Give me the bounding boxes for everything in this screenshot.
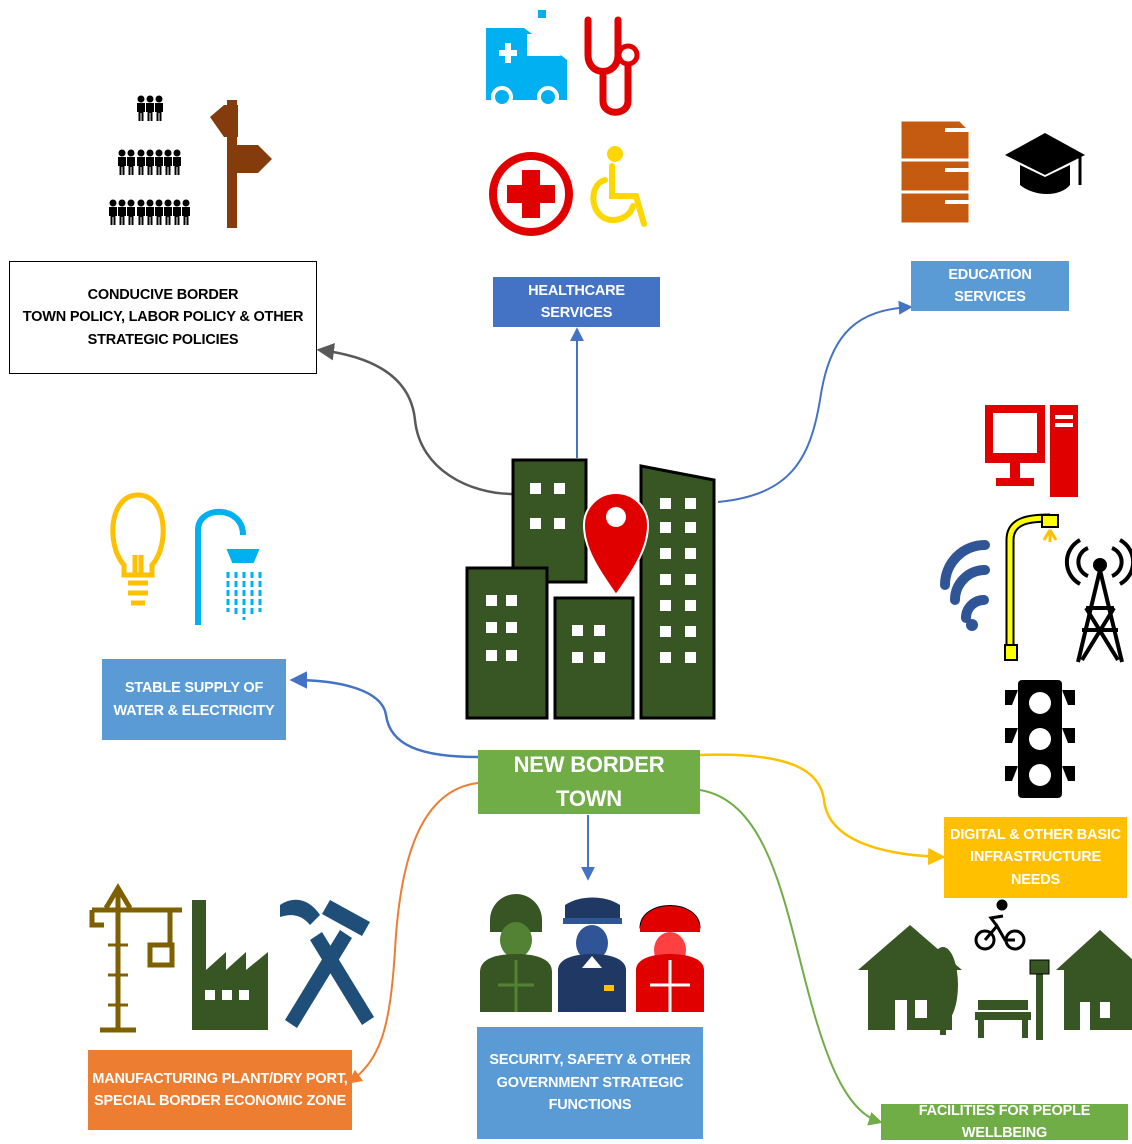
node-education[interactable]: EDUCATION SERVICES [911,261,1069,311]
crowd-icon [109,95,190,225]
node-healthcare-label: HEALTHCARE SERVICES [528,282,625,321]
node-healthcare[interactable]: HEALTHCARE SERVICES [493,277,660,327]
connector-manufacturing [347,782,479,1084]
soldier-icon [480,894,552,1012]
node-education-label: EDUCATION SERVICES [948,266,1032,305]
center-label: NEW BORDER TOWN [513,751,665,811]
ambulance-icon [486,10,567,108]
tree-icon [928,947,958,1035]
factory-icon [192,900,268,1030]
wheelchair-icon [590,146,647,227]
node-manufacturing-label: MANUFACTURING PLANT/DRY PORT, SPECIAL BO… [92,1070,348,1109]
wifi-icon [940,540,990,631]
node-policy[interactable]: CONDUCIVE BORDER TOWN POLICY, LABOR POLI… [9,261,317,374]
connector-utilities [289,671,479,759]
tools-icon [280,899,374,1028]
streetlight-icon [1004,513,1059,661]
connector-infrastructure [699,753,946,866]
crane-icon [89,883,182,1033]
node-policy-label: CONDUCIVE BORDER TOWN POLICY, LABOR POLI… [22,286,304,348]
lamp-post-icon [1029,959,1050,1040]
connector-education [717,300,913,503]
police-officer-icon [558,897,626,1012]
node-wellbeing-label: FACILITIES FOR PEOPLE WELLBEING [918,1102,1091,1141]
connector-wellbeing [699,789,883,1126]
computer-icon [985,405,1078,497]
node-infrastructure[interactable]: DIGITAL & OTHER BASIC INFRASTRUCTURE NEE… [944,817,1127,898]
node-wellbeing[interactable]: FACILITIES FOR PEOPLE WELLBEING [881,1103,1128,1141]
connector-policy [316,343,514,496]
radio-tower-icon [1064,538,1132,663]
node-security-label: SECURITY, SAFETY & OTHER GOVERNMENT STRA… [489,1052,691,1114]
node-security[interactable]: SECURITY, SAFETY & OTHER GOVERNMENT STRA… [477,1027,703,1139]
books-icon [898,118,972,226]
stethoscope-icon [584,16,640,116]
node-manufacturing[interactable]: MANUFACTURING PLANT/DRY PORT, SPECIAL BO… [88,1050,352,1130]
red-cross-icon [489,152,573,236]
house-icon-right [1056,930,1132,1030]
graduation-cap-icon [1005,133,1085,194]
city-buildings-icon [465,458,716,720]
traffic-light-icon [1005,680,1075,798]
signpost-icon [210,100,272,228]
node-utilities-label: STABLE SUPPLY OF WATER & ELECTRICITY [113,680,275,719]
center-node[interactable]: NEW BORDER TOWN [478,750,700,814]
node-utilities[interactable]: STABLE SUPPLY OF WATER & ELECTRICITY [102,659,286,740]
location-pin-icon [582,492,650,597]
cyclist-icon [974,899,1026,951]
shower-icon [195,508,262,625]
light-bulb-icon [110,492,166,606]
park-bench-icon [975,1000,1031,1038]
firefighter-icon [636,905,704,1012]
node-infrastructure-label: DIGITAL & OTHER BASIC INFRASTRUCTURE NEE… [950,826,1121,888]
